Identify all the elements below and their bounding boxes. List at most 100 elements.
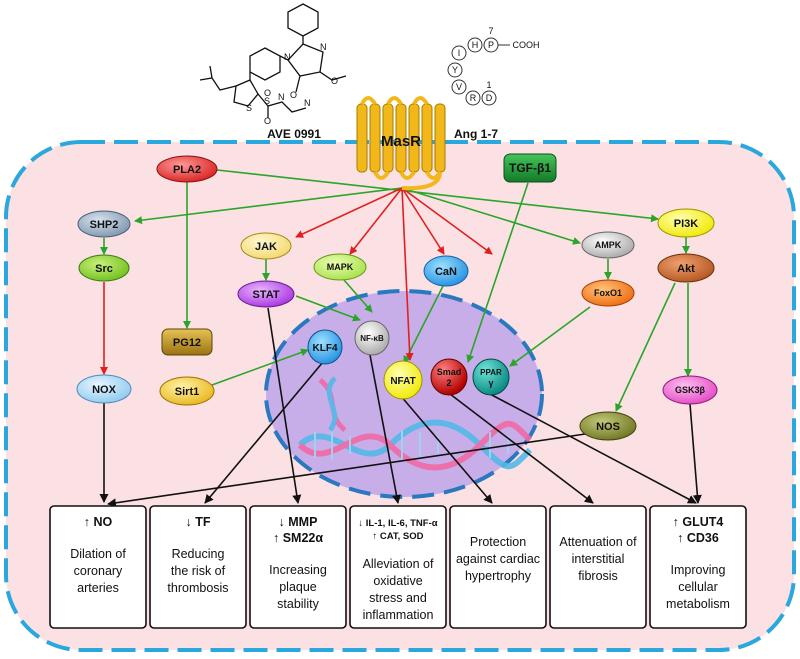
svg-text:JAK: JAK [255, 241, 277, 253]
red-arrows [100, 187, 493, 375]
outcome-marker: ↑ CAT, SOD [372, 531, 423, 542]
ang17-peptide-icon [447, 37, 510, 106]
black-arrows [99, 307, 702, 508]
svg-text:AMPK: AMPK [595, 240, 622, 250]
node-shp2: SHP2 [77, 210, 131, 238]
outcome-description: Improving [671, 563, 726, 577]
residue-label: P [488, 40, 494, 50]
outcome-description: metabolism [666, 597, 730, 611]
ave0991-structure-icon [199, 3, 347, 118]
node-pla2: PLA2 [156, 155, 218, 183]
outcome-description: the risk of [171, 564, 226, 578]
outcome-marker: ↓ TF [186, 515, 211, 529]
residue-label: H [472, 40, 479, 50]
outcome-box-frame [449, 505, 547, 629]
outcome-description: Dilation of [70, 547, 126, 561]
outcome-box-frame [349, 505, 447, 629]
outcome-marker: ↑ CD36 [677, 531, 719, 545]
atom-label: O [264, 88, 271, 98]
node-pi3k: PI3K [657, 208, 715, 238]
atom-label: N [284, 52, 291, 62]
svg-text:Smad: Smad [437, 367, 462, 377]
outcome-description: cellular [678, 580, 718, 594]
outcome-description: oxidative [373, 574, 422, 588]
atom-label: O [331, 76, 338, 86]
svg-text:PG12: PG12 [173, 337, 201, 349]
svg-text:γ: γ [488, 378, 493, 388]
node-smad2: Smad 2 [430, 358, 468, 396]
atom-label: N [320, 42, 327, 52]
ang17-label: Ang 1-7 [454, 127, 498, 141]
outcome-description: thrombosis [167, 581, 228, 595]
outcome-box: ↓ IL-1, IL-6, TNF-α ↑ CAT, SOD Alleviation… [349, 505, 447, 629]
ave0991-atom-labels: N N O S S O O N N O O [246, 42, 338, 126]
outcome-description: stability [277, 597, 319, 611]
atom-label: S [246, 103, 252, 113]
outcome-marker: ↓ MMP [279, 515, 318, 529]
node-nfat: NFAT [383, 360, 423, 400]
node-akt: Akt [657, 253, 715, 283]
atom-label: O [290, 90, 297, 100]
atom-label: N [304, 98, 311, 108]
masr-label: MasR [381, 133, 421, 150]
node-can: CaN [423, 255, 469, 287]
atom-label: S [264, 96, 270, 106]
outcome-description: Alleviation of [363, 557, 434, 571]
node-ampk: AMPK [581, 231, 635, 259]
svg-text:NOS: NOS [596, 421, 620, 433]
outcome-marker: ↑ SM22α [273, 531, 323, 545]
node-stat: STAT [237, 280, 295, 308]
svg-text:Src: Src [95, 263, 113, 275]
svg-text:Akt: Akt [677, 263, 695, 275]
outcome-description: Attenuation of [559, 535, 637, 549]
outcome-description: plaque [279, 580, 317, 594]
ave0991-label: AVE 0991 [267, 127, 321, 141]
node-pg12: PG12 [161, 328, 213, 356]
outcome-marker: ↑ NO [84, 515, 113, 529]
outcome-description: Increasing [269, 563, 327, 577]
outcome-description: hypertrophy [465, 569, 532, 583]
svg-text:GSK3β: GSK3β [675, 385, 706, 395]
node-nox: NOX [76, 374, 132, 404]
node-gsk3b: GSK3β [662, 375, 718, 405]
outcome-box-frame [249, 505, 347, 629]
svg-text:Sirt1: Sirt1 [175, 386, 199, 398]
node-foxo1: FoxO1 [581, 279, 635, 307]
residue-number: 1 [486, 80, 491, 90]
svg-text:FoxO1: FoxO1 [594, 288, 622, 298]
outcome-description: arteries [77, 581, 119, 595]
node-nos: NOS [579, 411, 637, 441]
ang17-residue-labels: I H P Y V R D 7 1 COOH [452, 26, 540, 103]
atom-label: N [278, 92, 285, 102]
svg-text:NOX: NOX [92, 384, 117, 396]
svg-text:NF-κB: NF-κB [360, 334, 384, 343]
outcome-box: ↓ TF Reducing the risk of thrombosis [149, 505, 247, 629]
residue-label: R [470, 93, 477, 103]
outcome-description: interstitial [572, 552, 625, 566]
svg-text:STAT: STAT [252, 289, 279, 301]
outcome-description: stress and [369, 591, 427, 605]
svg-text:CaN: CaN [435, 266, 457, 278]
outcome-marker: ↓ IL-1, IL-6, TNF-α [358, 518, 437, 529]
svg-text:PLA2: PLA2 [173, 164, 201, 176]
residue-label: D [486, 93, 493, 103]
outcome-box-frame [49, 505, 147, 629]
residue-label: V [456, 82, 462, 92]
node-mapk: MAPK [313, 253, 367, 281]
outcome-description: Reducing [172, 547, 225, 561]
node-tgfb1: TGF-β1 [503, 153, 557, 183]
atom-label: O [264, 116, 271, 126]
cooh-label: COOH [513, 40, 540, 50]
svg-text:PI3K: PI3K [674, 218, 699, 230]
svg-text:SHP2: SHP2 [90, 219, 119, 231]
svg-text:PPAR: PPAR [480, 368, 502, 377]
node-sirt1: Sirt1 [159, 376, 215, 406]
svg-text:KLF4: KLF4 [313, 343, 338, 354]
